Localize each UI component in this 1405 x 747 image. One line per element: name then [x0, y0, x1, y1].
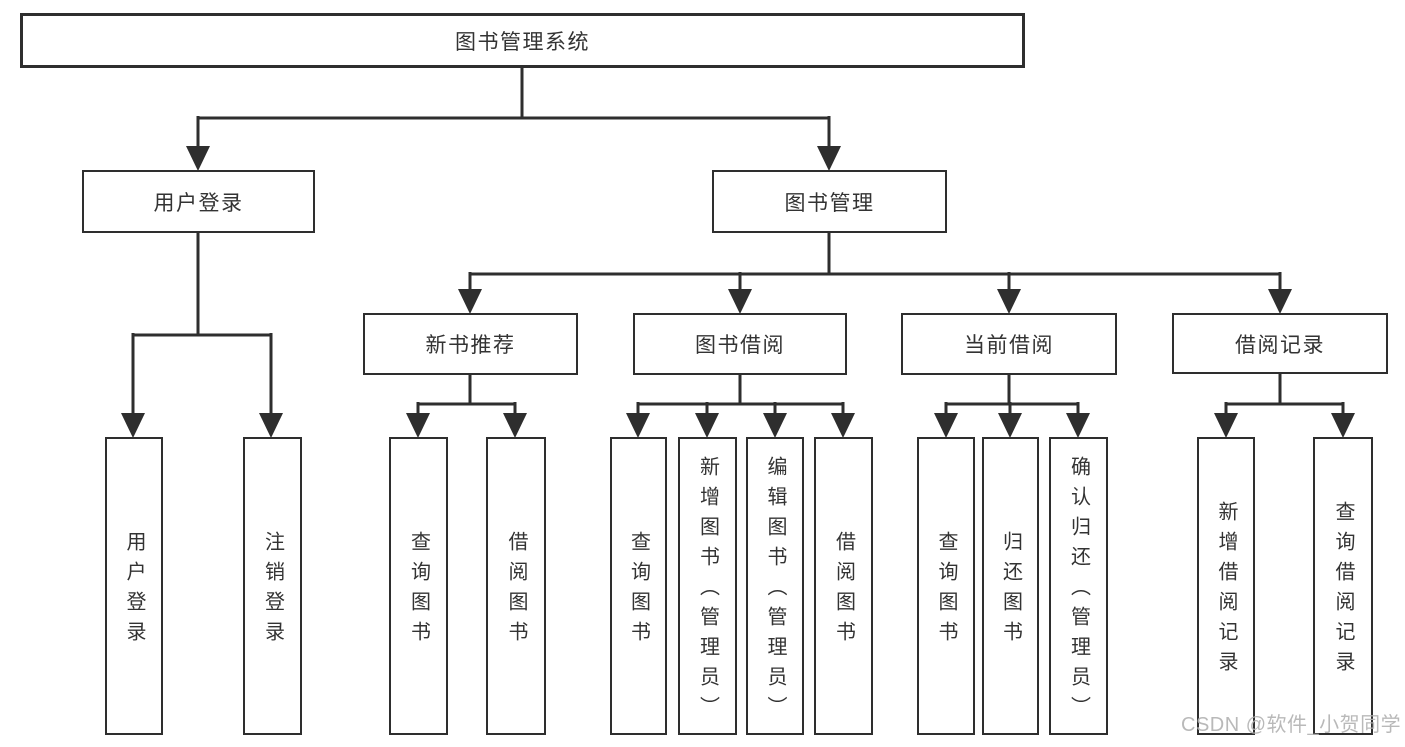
arrowhead-down-icon — [1214, 413, 1238, 438]
leaf-query-books-current: 查询图书 — [917, 437, 975, 735]
connector-bookmgmt-to-level3 — [468, 233, 1282, 295]
leaf-query-books-borrow: 查询图书 — [610, 437, 667, 735]
connector-userlogin-to-leaves — [131, 233, 273, 420]
connector-borrowrecords-to-leaves — [1224, 374, 1345, 419]
node-label: 图书借阅 — [695, 334, 785, 357]
connector-newbooks-to-leaves — [416, 375, 517, 419]
leaf-add-borrow-record: 新增借阅记录 — [1197, 437, 1255, 735]
node-label: 图书管理 — [784, 191, 875, 215]
node-label: 注销登录 — [261, 531, 284, 651]
connector-currentborrow-to-leaves — [944, 374, 1080, 419]
node-label: 归还图书 — [999, 531, 1022, 651]
arrowhead-down-icon — [1268, 289, 1292, 314]
arrowhead-down-icon — [998, 413, 1022, 438]
connector-root-to-level2 — [196, 68, 831, 151]
node-label: 当前借阅 — [964, 334, 1054, 357]
node-label: 借阅记录 — [1235, 333, 1325, 357]
node-label: 查询借阅记录 — [1332, 501, 1354, 681]
arrowhead-down-icon — [259, 413, 283, 438]
node-label: 查询图书 — [935, 531, 957, 651]
node-new-book-recommend: 新书推荐 — [363, 313, 578, 375]
node-label: 用户登录 — [123, 531, 145, 651]
node-label: 新书推荐 — [425, 334, 516, 357]
arrowhead-down-icon — [1331, 413, 1355, 438]
node-book-management: 图书管理 — [712, 170, 947, 233]
arrowhead-down-icon — [728, 289, 752, 314]
arrowhead-down-icon — [695, 413, 719, 438]
node-label: 新增图书（管理员） — [696, 456, 719, 726]
node-user-login: 用户登录 — [82, 170, 315, 233]
leaf-logout: 注销登录 — [243, 437, 302, 735]
node-label: 图书管理系统 — [455, 30, 590, 54]
arrowhead-down-icon — [934, 413, 958, 438]
node-label: 查询图书 — [627, 531, 650, 651]
arrowhead-down-icon — [763, 413, 787, 438]
arrowhead-down-icon — [626, 413, 650, 438]
node-label: 借阅图书 — [832, 531, 855, 651]
node-root-system: 图书管理系统 — [20, 13, 1025, 68]
arrowhead-down-icon — [817, 146, 841, 171]
arrowhead-down-icon — [831, 413, 855, 438]
leaf-add-books-admin: 新增图书（管理员） — [678, 437, 737, 735]
node-label: 用户登录 — [153, 191, 244, 215]
arrowhead-down-icon — [186, 146, 210, 171]
leaf-return-books: 归还图书 — [982, 437, 1039, 735]
csdn-watermark: CSDN @软件_小贺同学 — [1181, 714, 1402, 736]
leaf-user-login: 用户登录 — [105, 437, 163, 735]
node-current-borrow: 当前借阅 — [901, 313, 1117, 375]
leaf-borrow-books: 借阅图书 — [814, 437, 873, 735]
leaf-edit-books-admin: 编辑图书（管理员） — [746, 437, 804, 735]
leaf-confirm-return-admin: 确认归还（管理员） — [1049, 437, 1108, 735]
arrowhead-down-icon — [503, 413, 527, 438]
node-label: 确认归还（管理员） — [1067, 456, 1090, 726]
arrowhead-down-icon — [458, 289, 482, 314]
connector-bookborrow-to-leaves — [636, 375, 845, 419]
leaf-query-borrow-record: 查询借阅记录 — [1313, 437, 1373, 735]
node-borrow-records: 借阅记录 — [1172, 313, 1388, 374]
leaf-borrow-books-recommend: 借阅图书 — [486, 437, 546, 735]
node-label: 编辑图书（管理员） — [764, 456, 786, 726]
arrowhead-down-icon — [121, 413, 145, 438]
node-book-borrow: 图书借阅 — [633, 313, 847, 375]
arrowhead-down-icon — [1066, 413, 1090, 438]
connector-lines — [131, 68, 1345, 420]
leaf-query-books-recommend: 查询图书 — [389, 437, 448, 735]
arrowheads — [121, 146, 1355, 438]
node-label: 借阅图书 — [505, 531, 527, 651]
arrowhead-down-icon — [406, 413, 430, 438]
arrowhead-down-icon — [997, 289, 1021, 314]
node-label: 查询图书 — [407, 531, 430, 651]
node-label: 新增借阅记录 — [1215, 501, 1237, 681]
